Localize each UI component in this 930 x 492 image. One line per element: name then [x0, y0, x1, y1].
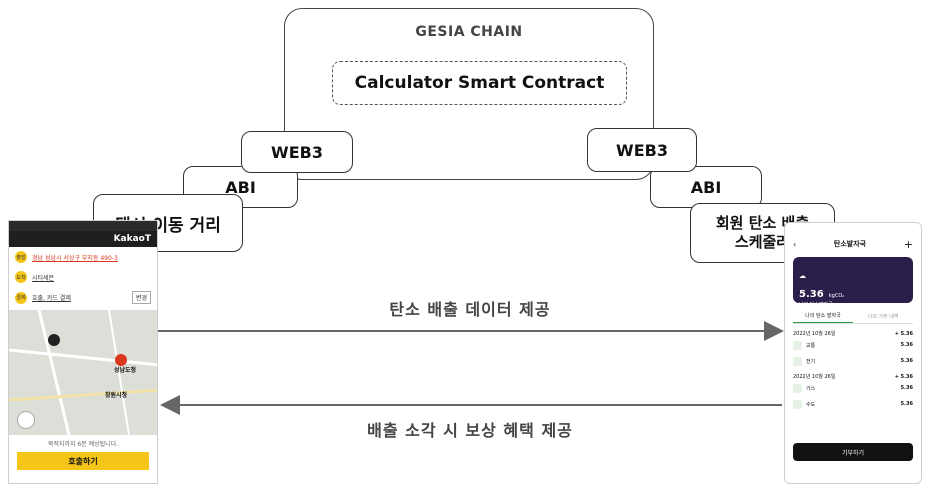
call-button[interactable]: 호출하기: [17, 452, 149, 470]
taxi-map[interactable]: 성남도청 창원시청: [9, 310, 157, 435]
group-date: 2022년 10월 26일: [793, 374, 836, 380]
water-icon: [793, 399, 802, 409]
gas-icon: [793, 383, 802, 393]
tab-my-footprint[interactable]: 나의 탄소 발자국: [793, 309, 853, 323]
carbon-app-title: 탄소발자국: [833, 240, 867, 248]
car-icon: [793, 340, 802, 350]
smart-contract-box: Calculator Smart Contract: [332, 61, 627, 105]
carbon-total-card: ☁ 5.36 kgCO₂ 나의 탄소발자국: [793, 257, 913, 308]
group-date: 2022년 10월 26일: [793, 331, 836, 337]
backward-flow-label: 배출 소각 시 보상 혜택 제공: [367, 421, 573, 440]
list-item[interactable]: 전기 5.36: [793, 353, 913, 369]
cloud-icon: ☁: [799, 272, 806, 280]
web3-box-left: WEB3: [241, 131, 353, 173]
pay-tag: 결제: [15, 291, 27, 304]
map-label-1: 성남도청: [114, 367, 137, 374]
tab-donation-history[interactable]: 나의 기부 내역: [867, 313, 899, 320]
carbon-app-screenshot: ‹ 탄소발자국 + ☁ 5.36 kgCO₂ 나의 탄소발자국 나의 탄소 발자…: [784, 222, 922, 484]
list-item[interactable]: 교통 5.36: [793, 337, 913, 353]
list-item[interactable]: 수도 5.36: [793, 396, 913, 412]
carbon-caption: 나의 탄소발자국: [799, 302, 833, 308]
list-item[interactable]: 가스 5.36: [793, 380, 913, 396]
carbon-unit: kgCO₂: [828, 293, 845, 299]
add-icon[interactable]: +: [903, 237, 913, 251]
donate-button[interactable]: 기부하기: [793, 443, 913, 461]
group-sum: + 5.36: [894, 330, 913, 337]
taxi-app-title: KakaoT: [113, 234, 151, 244]
back-icon[interactable]: ‹: [793, 239, 797, 249]
chain-title: GESIA CHAIN: [415, 24, 523, 40]
forward-flow-label: 탄소 배출 데이터 제공: [389, 300, 551, 319]
dest-tag: 도착: [15, 271, 27, 283]
map-label-2: 창원시청: [105, 392, 128, 399]
web3-box-right: WEB3: [587, 128, 697, 172]
eta-text: 목적지까지 6분 예상됩니다.: [47, 441, 119, 448]
pay-method[interactable]: 호출, 카드 결제: [32, 295, 71, 302]
carbon-total: 5.36: [799, 289, 824, 300]
taxi-app-screenshot: KakaoT 출발 경남 성남시 서상구 부지동 490-3 도착 시티세븐 결…: [8, 220, 158, 484]
abi-box-right: ABI: [650, 166, 762, 208]
origin-address[interactable]: 경남 성남시 서상구 부지동 490-3: [32, 254, 118, 262]
change-button[interactable]: 변경: [131, 291, 151, 304]
origin-tag: 출발: [15, 251, 27, 263]
dest-address[interactable]: 시티세븐: [32, 274, 55, 282]
locate-icon[interactable]: [17, 411, 35, 429]
group-sum: + 5.36: [894, 373, 913, 380]
electricity-icon: [793, 356, 802, 366]
